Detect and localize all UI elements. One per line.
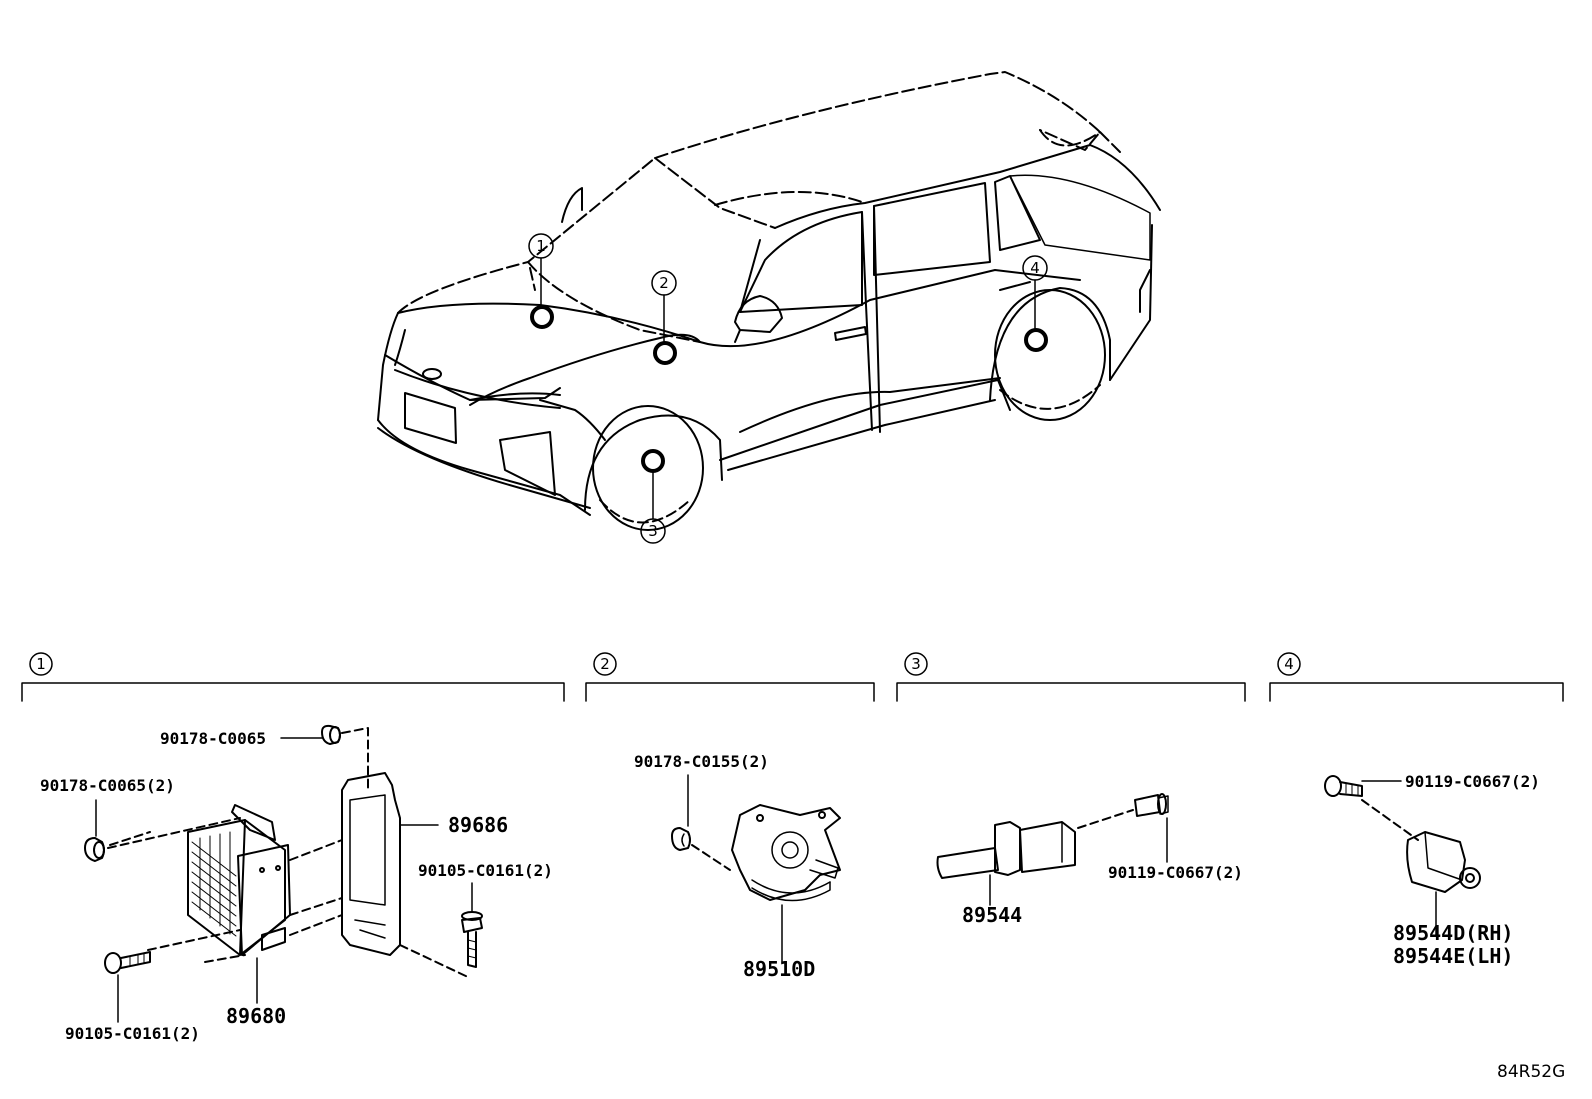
callout-1-number: 1 (536, 237, 546, 255)
callout-1 (528, 233, 554, 329)
bolt-icon (1134, 793, 1169, 863)
part-labels: 90178-C0065 90178-C0065(2) 89686 90105-C… (40, 729, 1565, 1082)
label-89544D-RH: 89544D(RH) (1393, 921, 1513, 945)
section-1-number: 1 (36, 655, 46, 673)
section-1-parts (84, 724, 483, 1023)
section-3-number: 3 (911, 655, 921, 673)
label-90119-C0667-s3: 90119-C0667(2) (1108, 863, 1243, 882)
bolt-icon (461, 882, 483, 968)
nut-icon (671, 827, 691, 851)
section-2-parts (671, 774, 841, 963)
section-headers (21, 652, 1564, 702)
vehicle-illustration (377, 71, 1161, 531)
section-4-number: 4 (1284, 655, 1294, 673)
callout-2 (651, 270, 677, 365)
section-4-parts (1324, 775, 1481, 936)
label-90178-C0065-2: 90178-C0065(2) (40, 776, 175, 795)
ecu-module (187, 804, 291, 1004)
callout-3 (640, 449, 666, 544)
label-89686: 89686 (448, 813, 508, 837)
label-90105-C0161-right: 90105-C0161(2) (418, 861, 553, 880)
speed-sensor (936, 821, 1076, 906)
height-sensor (731, 804, 841, 963)
bolt-icon (104, 951, 151, 1023)
label-90178-C0065: 90178-C0065 (160, 729, 266, 748)
diagram-code: 84R52G (1497, 1062, 1565, 1082)
callout-4 (1022, 255, 1048, 352)
bolt-icon (1324, 775, 1402, 797)
callout-4-number: 4 (1030, 259, 1040, 277)
label-89544E-LH: 89544E(LH) (1393, 944, 1513, 968)
section-3-parts (936, 793, 1169, 906)
callout-3-number: 3 (648, 522, 658, 540)
bracket (341, 772, 439, 956)
label-90178-C0155-2: 90178-C0155(2) (634, 752, 769, 771)
callout-2-number: 2 (659, 274, 669, 292)
label-90119-C0667-s4: 90119-C0667(2) (1405, 772, 1540, 791)
speed-sensor (1406, 831, 1481, 936)
section-2-number: 2 (600, 655, 610, 673)
label-90105-C0161-left: 90105-C0161(2) (65, 1024, 200, 1043)
label-89510D: 89510D (743, 957, 815, 981)
label-89680: 89680 (226, 1004, 286, 1028)
label-89544: 89544 (962, 903, 1022, 927)
